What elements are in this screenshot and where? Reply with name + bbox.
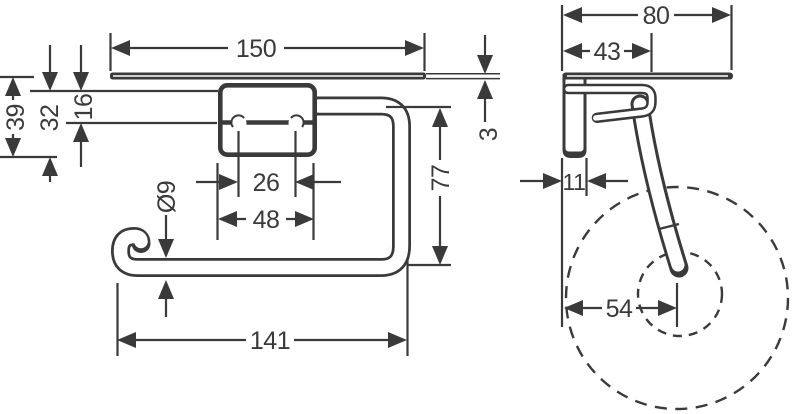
arrow-48-left [218,211,237,227]
arrow-77-bottom [432,246,448,265]
screw-hole-right-arc [290,114,305,128]
arrow-11-left [543,173,562,189]
dim-line-80 [560,5,733,71]
dim-label-32: 32 [36,105,64,132]
dim-line-150 [109,33,426,71]
side-arm-joint-line [658,222,680,231]
arrow-16-bottom [73,123,89,142]
dimension-labels: 150 39 32 16 3 77 Ø9 26 48 141 80 43 11 … [2,2,670,355]
dim-label-77: 77 [427,165,455,192]
arrow-o9-top [158,239,174,258]
screw-hole-left-mask [231,115,247,131]
arrow-77-top [432,108,448,127]
arrow-54-right [658,300,677,316]
dim-line-11 [520,158,628,327]
dimension-lines [0,5,733,356]
dim-label-o9: Ø9 [153,181,181,213]
arrow-32-bottom [42,157,58,176]
side-bracket-run-inner [565,86,655,121]
arrow-43-right [632,43,651,59]
dim-label-3: 3 [475,128,503,141]
paper-roll-outline [564,185,790,411]
arrow-26-left [219,174,238,190]
dim-label-39: 39 [2,104,30,131]
mounting-plate [218,83,318,158]
side-holder-arm-inner [633,97,685,272]
arrow-141-left [117,332,136,348]
arrow-150-left [111,40,130,56]
arrow-32-top [42,72,58,91]
dim-label-11: 11 [563,169,586,195]
side-view [562,72,790,411]
dim-label-141: 141 [250,327,290,355]
dim-line-141 [116,258,409,356]
dim-label-48: 48 [253,206,280,234]
arrow-11-right [587,173,606,189]
arrow-150-right [405,40,424,56]
arrow-39-top [5,77,21,96]
dim-label-54: 54 [606,295,633,323]
arrow-39-bottom [5,138,21,157]
dim-label-16: 16 [70,94,98,121]
arrow-141-right [388,332,407,348]
dim-line-43 [582,33,653,72]
arrow-48-right [295,211,314,227]
arrow-26-right [295,174,314,190]
dim-line-39 [0,75,57,159]
dim-label-43: 43 [594,38,621,66]
arrow-16-top [73,72,89,91]
arrow-3-bottom [477,80,493,99]
shelf-thickness-ext [426,73,500,80]
dim-label-26: 26 [253,169,280,197]
dim-label-80: 80 [643,2,670,30]
dim-line-48 [216,163,315,240]
arrow-80-left [563,7,582,23]
arrow-80-right [712,7,731,23]
dim-line-77 [386,105,451,267]
dim-line-26 [196,131,341,197]
screw-hole-right-mask [288,115,304,131]
dim-line-54 [583,283,679,327]
front-view [110,72,426,277]
screw-hole-left-arc [230,114,245,128]
arrow-3-top [477,55,493,74]
dimension-arrowheads [5,7,731,348]
arrow-54-left [564,300,583,316]
front-holder-arm-inner [113,99,409,275]
arrow-o9-bottom [158,280,174,299]
arrow-43-left [563,43,582,59]
dim-label-150: 150 [236,35,276,63]
